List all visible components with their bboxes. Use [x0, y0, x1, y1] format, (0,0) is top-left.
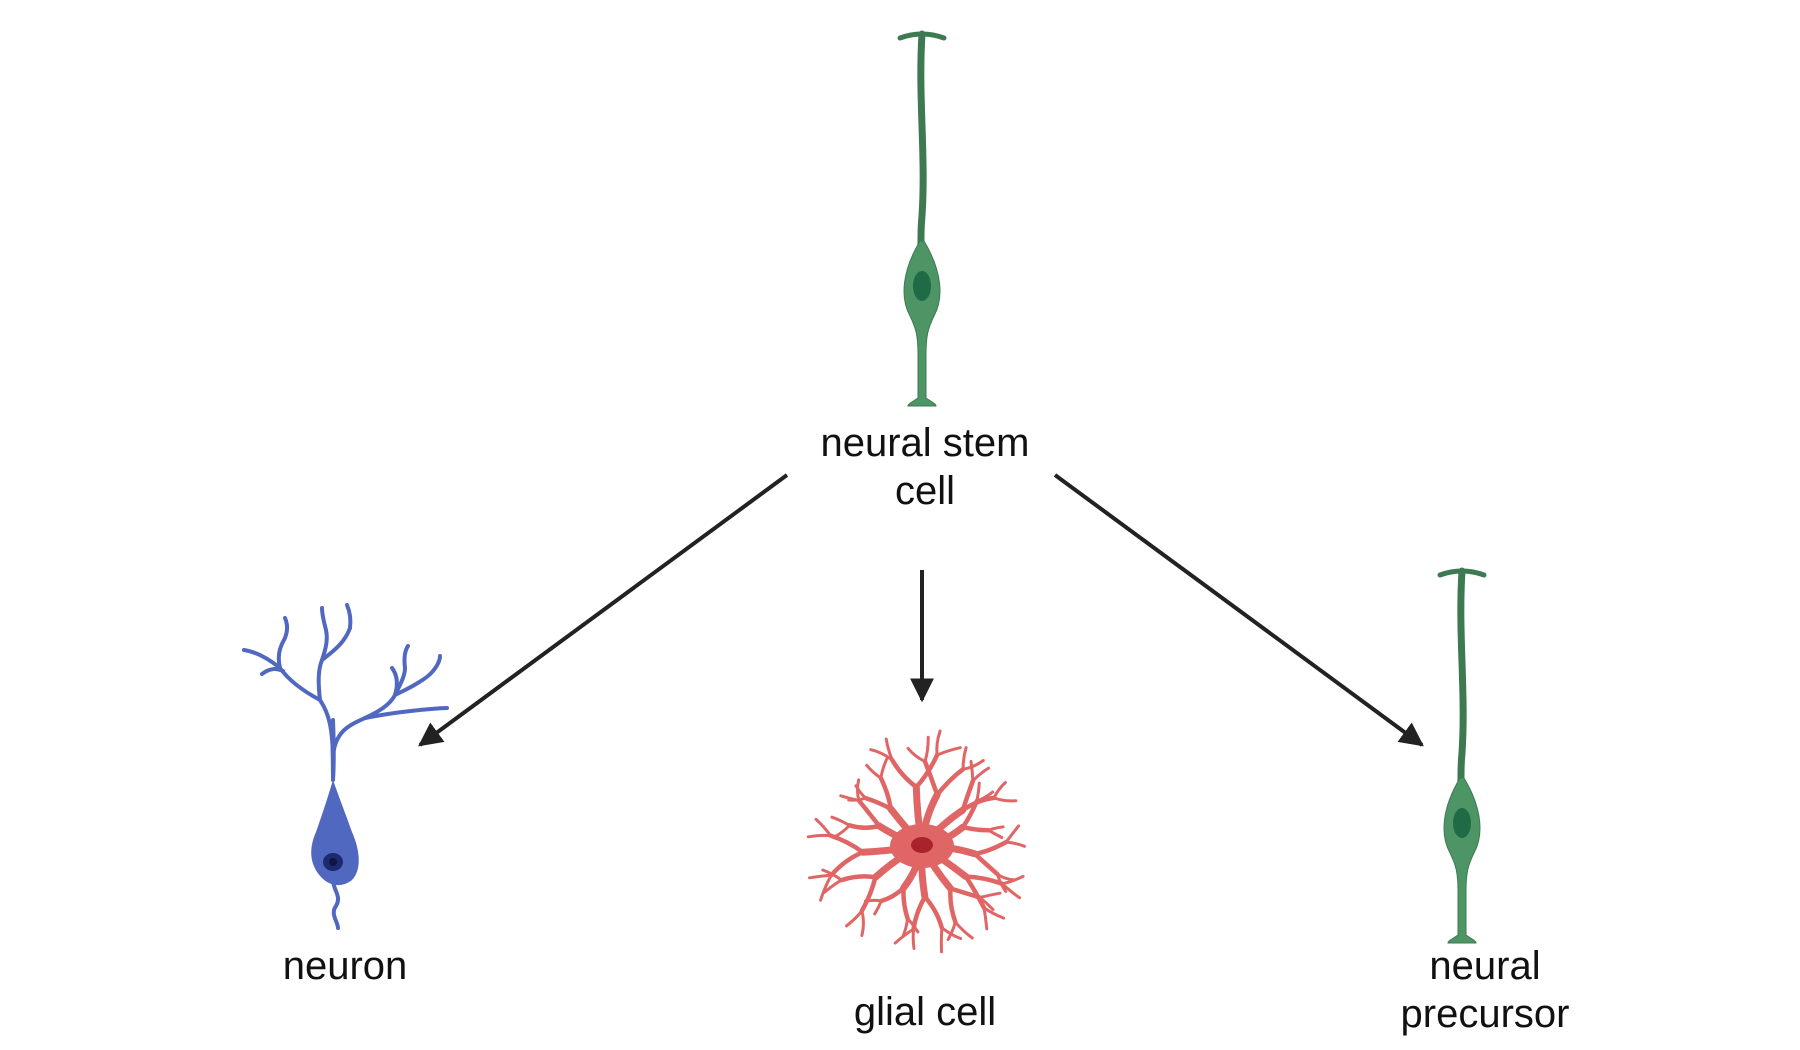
arrow-to-neural-precursor: [1053, 473, 1424, 747]
glial-cell-label: glial cell: [853, 990, 997, 1034]
neural-precursor-label-line1: neural: [1429, 944, 1541, 988]
neuron-label: neuron: [282, 944, 408, 988]
neuron-icon: [242, 603, 449, 930]
glial-nucleus: [911, 837, 933, 853]
neural-stem-cell-icon: [900, 34, 944, 406]
neural-stem-cell-label-line1: neural stem: [820, 421, 1030, 465]
stem-nucleus: [913, 271, 931, 301]
arrow-to-neuron: [418, 473, 789, 747]
neural-stem-cell-label: neural stem cell: [760, 419, 1090, 515]
neural-stem-cell-label-line2: cell: [894, 469, 956, 513]
neural-precursor-icon: [1440, 571, 1484, 943]
neural-precursor-label: neural precursor: [1320, 942, 1650, 1038]
glial-cell-icon: [806, 729, 1026, 954]
neural-precursor-label-line2: precursor: [1400, 992, 1570, 1036]
precursor-nucleus: [1453, 808, 1471, 838]
